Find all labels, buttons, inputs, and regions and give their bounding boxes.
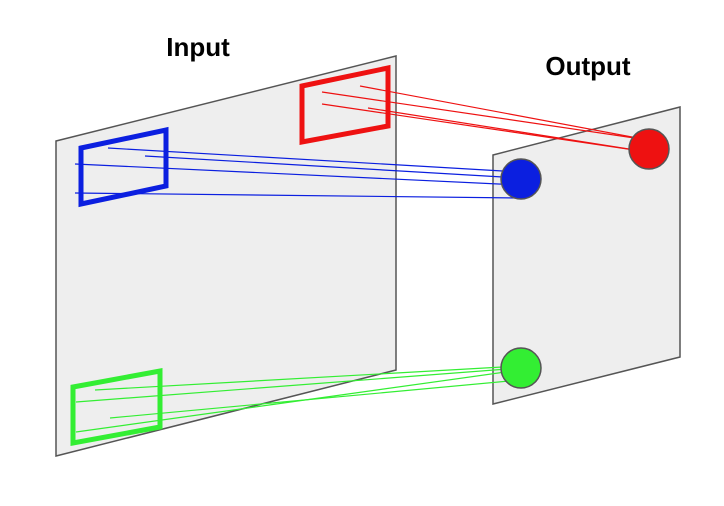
red-filter-window bbox=[299, 64, 391, 146]
red-connection-line bbox=[359, 85, 649, 141]
green-connection-line bbox=[75, 367, 521, 403]
green-filter-window bbox=[70, 367, 163, 447]
blue-filter-window bbox=[78, 126, 169, 208]
blue-connection-line bbox=[144, 155, 521, 179]
blue-connection-line bbox=[74, 192, 521, 199]
green-connection-line bbox=[94, 365, 521, 391]
blue-connection-line bbox=[74, 163, 521, 186]
input-plane bbox=[55, 55, 397, 457]
blue-connection-line bbox=[107, 147, 521, 173]
output-title: Output bbox=[545, 51, 631, 81]
blue-connections bbox=[74, 147, 521, 199]
green-output-node bbox=[500, 347, 542, 389]
red-connections bbox=[321, 85, 649, 153]
red-connection-line bbox=[321, 91, 649, 141]
input-title: Input bbox=[166, 32, 230, 62]
red-output-node bbox=[628, 128, 670, 170]
green-connections bbox=[75, 365, 521, 433]
red-connection-line bbox=[321, 103, 649, 153]
green-connection-line bbox=[75, 369, 521, 433]
blue-output-node bbox=[500, 158, 542, 200]
